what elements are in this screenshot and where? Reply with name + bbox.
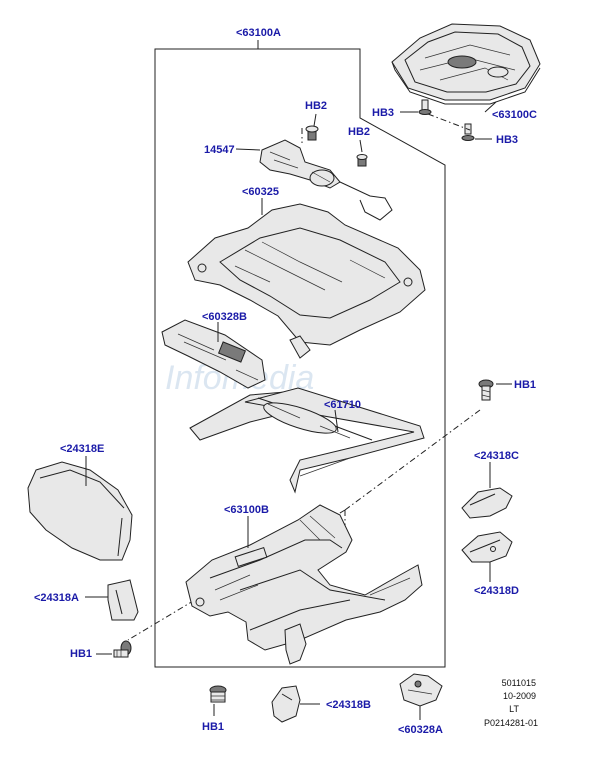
trim-24318C-part <box>461 487 513 519</box>
upper-frame-part <box>187 203 426 359</box>
bolt-hb1-left <box>113 640 132 658</box>
seat-rail-part <box>189 387 425 494</box>
leader-14547 <box>235 148 261 151</box>
callout-60328A: <60328A <box>398 724 443 736</box>
bolt-hb3-top <box>418 99 432 115</box>
assembly-bracket-63100A <box>154 48 446 668</box>
callout-61710: <61710 <box>324 399 361 411</box>
cap-24318A-part <box>107 579 139 621</box>
callout-24318B: <24318B <box>326 699 371 711</box>
meta-line-3: LT <box>509 704 519 714</box>
meta-line-4: P0214281-01 <box>484 718 538 728</box>
bolt-hb2-left <box>305 125 319 141</box>
callout-63100C: <63100C <box>492 109 537 121</box>
callout-60328B: <60328B <box>202 311 247 323</box>
callout-14547: 14547 <box>204 144 235 156</box>
callout-hb3-top: HB3 <box>372 107 394 119</box>
callout-hb3-bottom: HB3 <box>496 134 518 146</box>
bracket-60328A-part <box>399 673 443 707</box>
callout-hb1-right: HB1 <box>514 379 536 391</box>
callout-24318D: <24318D <box>474 585 519 597</box>
bolt-hb2-right <box>356 154 368 167</box>
bolt-hb1-bottom <box>209 685 227 703</box>
callout-24318E: <24318E <box>60 443 104 455</box>
callout-hb2-left: HB2 <box>305 100 327 112</box>
callout-hb1-left: HB1 <box>70 648 92 660</box>
leader-hb2-right <box>359 139 363 153</box>
dash-hb3 <box>427 113 471 131</box>
callout-63100A: <63100A <box>236 27 281 39</box>
leader-61710 <box>334 409 339 433</box>
bracket-60328B-part <box>161 319 266 389</box>
cover-24318E-part <box>27 461 133 561</box>
callout-60325: <60325 <box>242 186 279 198</box>
callout-63100B: <63100B <box>224 504 269 516</box>
bolt-hb3-bottom <box>461 123 475 141</box>
callout-hb2-right: HB2 <box>348 126 370 138</box>
leader-63100C <box>484 101 497 113</box>
meta-line-2: 10-2009 <box>503 691 536 701</box>
meta-line-1: 5011015 <box>502 678 536 688</box>
callout-24318A: <24318A <box>34 592 79 604</box>
seat-motor-part <box>259 139 393 221</box>
callout-hb1-bottom: HB1 <box>202 721 224 733</box>
clip-24318B-part <box>271 685 301 723</box>
leader-hb2-left <box>313 113 317 127</box>
callout-24318C: <24318C <box>474 450 519 462</box>
dash-center-1 <box>344 409 481 511</box>
bracket-24318D-part <box>461 531 513 563</box>
lower-frame-part <box>185 504 423 665</box>
bolt-hb1-right <box>478 379 494 401</box>
seat-pan-part <box>391 23 541 105</box>
